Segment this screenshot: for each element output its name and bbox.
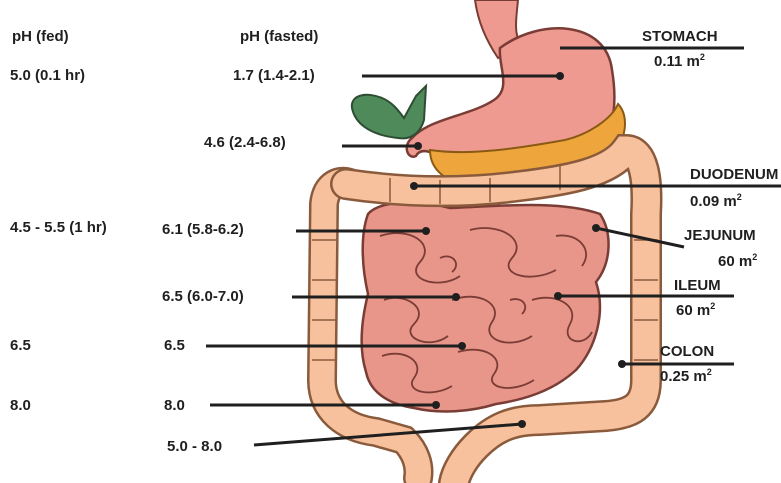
descending-ph-fasted: 8.0 <box>164 398 185 413</box>
gallbladder-illustration <box>352 86 426 138</box>
colon-ph-fasted: 6.5 <box>164 338 185 353</box>
stomach-ph-fasted: 1.7 (1.4-2.1) <box>233 68 315 83</box>
jejunum-label: JEJUNUM <box>684 228 756 243</box>
ileum-ph-fasted: 6.5 (6.0-7.0) <box>162 289 244 304</box>
ileum-label: ILEUM <box>674 278 721 293</box>
colon-label: COLON <box>660 344 714 359</box>
jejunum-area: 60 m2 <box>718 254 757 269</box>
gallbladder-ph-fasted: 4.6 (2.4-6.8) <box>204 135 286 150</box>
jejunum-ph-fed: 4.5 - 5.5 (1 hr) <box>10 220 107 235</box>
rectum-ph-fasted: 5.0 - 8.0 <box>167 439 222 454</box>
fed-header: pH (fed) <box>12 29 69 44</box>
colon-ph-fed: 6.5 <box>10 338 31 353</box>
jejunum-ph-fasted: 6.1 (5.8-6.2) <box>162 222 244 237</box>
ileum-area: 60 m2 <box>676 303 715 318</box>
stomach-label: STOMACH <box>642 29 718 44</box>
stomach-area: 0.11 m2 <box>654 54 705 69</box>
descending-ph-fed: 8.0 <box>10 398 31 413</box>
colon-area: 0.25 m2 <box>660 369 712 384</box>
duodenum-label: DUODENUM <box>690 167 778 182</box>
fasted-header: pH (fasted) <box>240 29 318 44</box>
stomach-ph-fed: 5.0 (0.1 hr) <box>10 68 85 83</box>
duodenum-area: 0.09 m2 <box>690 194 742 209</box>
